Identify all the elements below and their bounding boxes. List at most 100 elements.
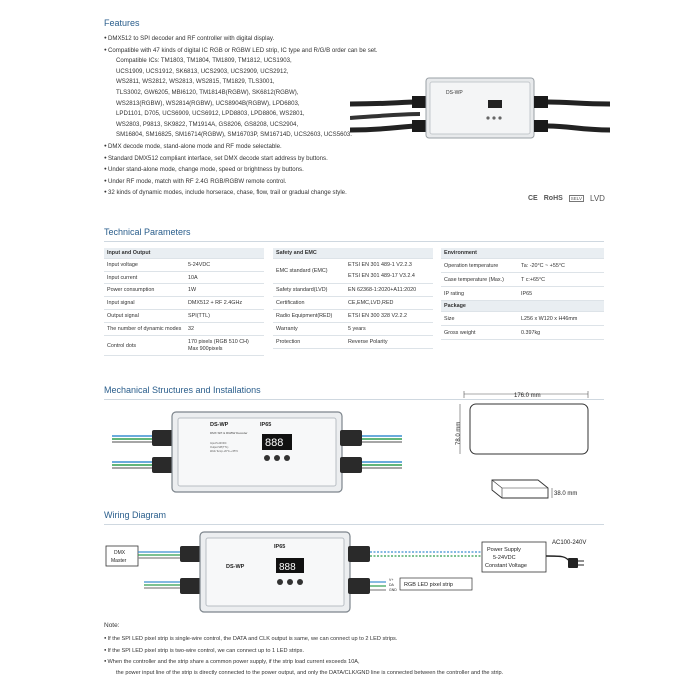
device-spec: Input:5-24VDC: [210, 442, 227, 445]
table-cell: Ta: -20°C ~ +55°C: [521, 262, 565, 269]
dim-width: 78.0 mm: [456, 422, 462, 445]
device-spec: Work Temp:-20°C~+55°C: [210, 450, 238, 453]
device-subtitle: DMX SPI & RGBW Decoder: [210, 431, 248, 435]
ce-mark: CE: [528, 195, 538, 202]
table-cell: Input current: [107, 274, 138, 281]
plug-icon: [568, 558, 578, 568]
psu-voltage: 5-24VDC: [493, 555, 516, 561]
mechanical-divider: [104, 399, 604, 400]
table-cell: 5 years: [348, 326, 366, 332]
dim-height: 38.0 mm: [554, 491, 577, 497]
rohs-mark: RoHS: [543, 195, 563, 202]
psu-type: Constant Voltage: [485, 563, 527, 569]
technical-divider: [104, 241, 604, 242]
feature-item: Under RF mode, match with RF 2.4G RGB/RG…: [104, 176, 434, 188]
table-cell: L256 x W120 x H46mm: [521, 315, 578, 322]
features-list: DMX512 to SPI decoder and RF controller …: [104, 33, 434, 199]
feature-item: Compatible with 47 kinds of digital IC R…: [104, 45, 434, 57]
note-item: If the SPI LED pixel strip is single-wir…: [104, 633, 624, 645]
dmx-master-box: [105, 545, 139, 567]
table-cell: 0.397kg: [521, 329, 541, 336]
package-table-header: Package: [444, 303, 466, 309]
table-cell: 170 pixels (RGB 510 CH): [188, 338, 249, 345]
table-cell: Reverse Polarity: [348, 339, 388, 345]
pin-label: V+: [389, 578, 393, 582]
compatible-ic-line: Compatible ICs: TM1803, TM1804, TM1809, …: [116, 57, 292, 65]
feature-item: 32 kinds of dynamic modes, include horse…: [104, 187, 434, 199]
lvd-mark: LVD: [589, 194, 605, 203]
certification-marks: CE RoHS SELV LVD: [528, 194, 605, 203]
table-cell: EMC standard (EMC): [276, 268, 328, 274]
pin-label: DA: [389, 583, 395, 587]
table-cell: SPI(TTL): [188, 313, 210, 319]
table-cell: Gross weight: [444, 329, 476, 336]
ac-label: AC100-240V: [552, 540, 586, 546]
wiring-device-ip: IP65: [274, 544, 285, 550]
table-cell: Protection: [276, 339, 301, 345]
table-cell: Output signal: [107, 313, 139, 319]
wiring-display-digits: 888: [279, 562, 296, 573]
table-cell: Max 900pixels: [188, 345, 223, 352]
wiring-divider: [104, 524, 604, 525]
note-item: If the SPI LED pixel strip is two-wire c…: [104, 645, 624, 657]
compatible-ic-line: UCS1909, UCS1912, SK6813, UCS2903, UCS29…: [116, 67, 289, 75]
device-model-label: DS-WP: [210, 422, 229, 428]
table-cell: 1W: [188, 287, 197, 293]
notes-list: If the SPI LED pixel strip is single-wir…: [104, 633, 624, 678]
wiring-diagram: DMX Master DS-WP IP65 888 V+ DA GND RGB …: [105, 531, 586, 613]
dim-length: 176.0 mm: [514, 393, 541, 399]
environment-table-header: Environment: [444, 250, 477, 256]
dmx-label: DMX: [114, 550, 126, 556]
table-cell: T c:+65°C: [521, 276, 546, 283]
dmx-master-label: Master: [111, 558, 127, 564]
io-table-header: Input and Output: [107, 250, 151, 256]
note-heading: Note:: [104, 622, 120, 629]
table-cell: 5-24VDC: [188, 262, 211, 268]
table-cell: Radio Equipment(RED): [276, 313, 333, 319]
note-item-continued: the power input line of the strip is dir…: [116, 669, 504, 676]
psu-label: Power Supply: [487, 547, 521, 553]
compatible-ic-line: WS2811, WS2812, WS2813, WS2815, TM1829, …: [116, 78, 275, 86]
power-supply-box: [481, 541, 547, 573]
compatible-ic-line: WS2813(RGBW), WS2814(RGBW), UCS8904B(RGB…: [116, 99, 300, 107]
compatible-ic-line: LPD1101, D705, UCS6909, UCS6912, LPD8803…: [116, 110, 305, 118]
technical-heading: Technical Parameters: [104, 227, 191, 237]
table-cell: Power consumption: [107, 287, 155, 293]
table-cell: Warranty: [276, 326, 298, 332]
table-cell: ETSI EN 300 328 V2.2.2: [348, 313, 408, 319]
table-cell: ETSI EN 301 489-17 V3.2.4: [348, 273, 415, 279]
button-icon: [284, 455, 290, 461]
table-cell: Certification: [276, 300, 305, 306]
photo-model-label: DS-WP: [446, 90, 463, 96]
feature-item: Standard DMX512 compliant interface, set…: [104, 153, 434, 165]
button-icon: [297, 579, 303, 585]
compatible-ic-line: WS2803, P9813, SK9822, TM1914A, GS8206, …: [116, 120, 299, 128]
product-photo: DS-WP: [350, 77, 610, 139]
button-icon: [274, 455, 280, 461]
environment-table: Environment Operation temperature Ta: -20…: [441, 248, 604, 340]
display-digits: 888: [265, 437, 283, 449]
table-cell: 32: [188, 326, 194, 332]
features-heading: Features: [104, 18, 140, 28]
button-icon: [264, 455, 270, 461]
io-table: Input and Output Input voltage 5-24VDC In…: [104, 248, 264, 356]
table-cell: IP rating: [444, 290, 464, 297]
compatible-ic-line: SM16804, SM16825, SM16714(RGBW), SM16703…: [116, 131, 352, 139]
table-cell: CE,EMC,LVD,RED: [348, 300, 394, 306]
compatible-ic-line: TLS3002, GW6205, MBI6120, TM1814B(RGBW),…: [116, 88, 299, 96]
table-cell: The number of dynamic modes: [107, 326, 182, 332]
mechanical-device-drawing: DS-WP IP65 DMX SPI & RGBW Decoder Input:…: [112, 411, 402, 493]
device-ip-label: IP65: [260, 422, 271, 428]
selv-mark: SELV: [568, 195, 584, 202]
table-cell: Input voltage: [107, 262, 138, 268]
table-cell: IP65: [521, 290, 533, 297]
table-cell: Operation temperature: [444, 262, 499, 269]
device-spec: Output:SPI(TTL): [210, 446, 229, 449]
table-cell: EN 62368-1:2020+A11:2020: [348, 287, 417, 293]
mechanical-heading: Mechanical Structures and Installations: [104, 385, 261, 395]
wiring-heading: Wiring Diagram: [104, 510, 167, 520]
wiring-digital-display: [276, 558, 304, 573]
feature-item: DMX decode mode, stand-alone mode and RF…: [104, 141, 434, 153]
dimension-drawing: 176.0 mm 78.0 mm 38.0 mm: [456, 391, 589, 499]
led-strip-label: RGB LED pixel strip: [404, 582, 453, 588]
